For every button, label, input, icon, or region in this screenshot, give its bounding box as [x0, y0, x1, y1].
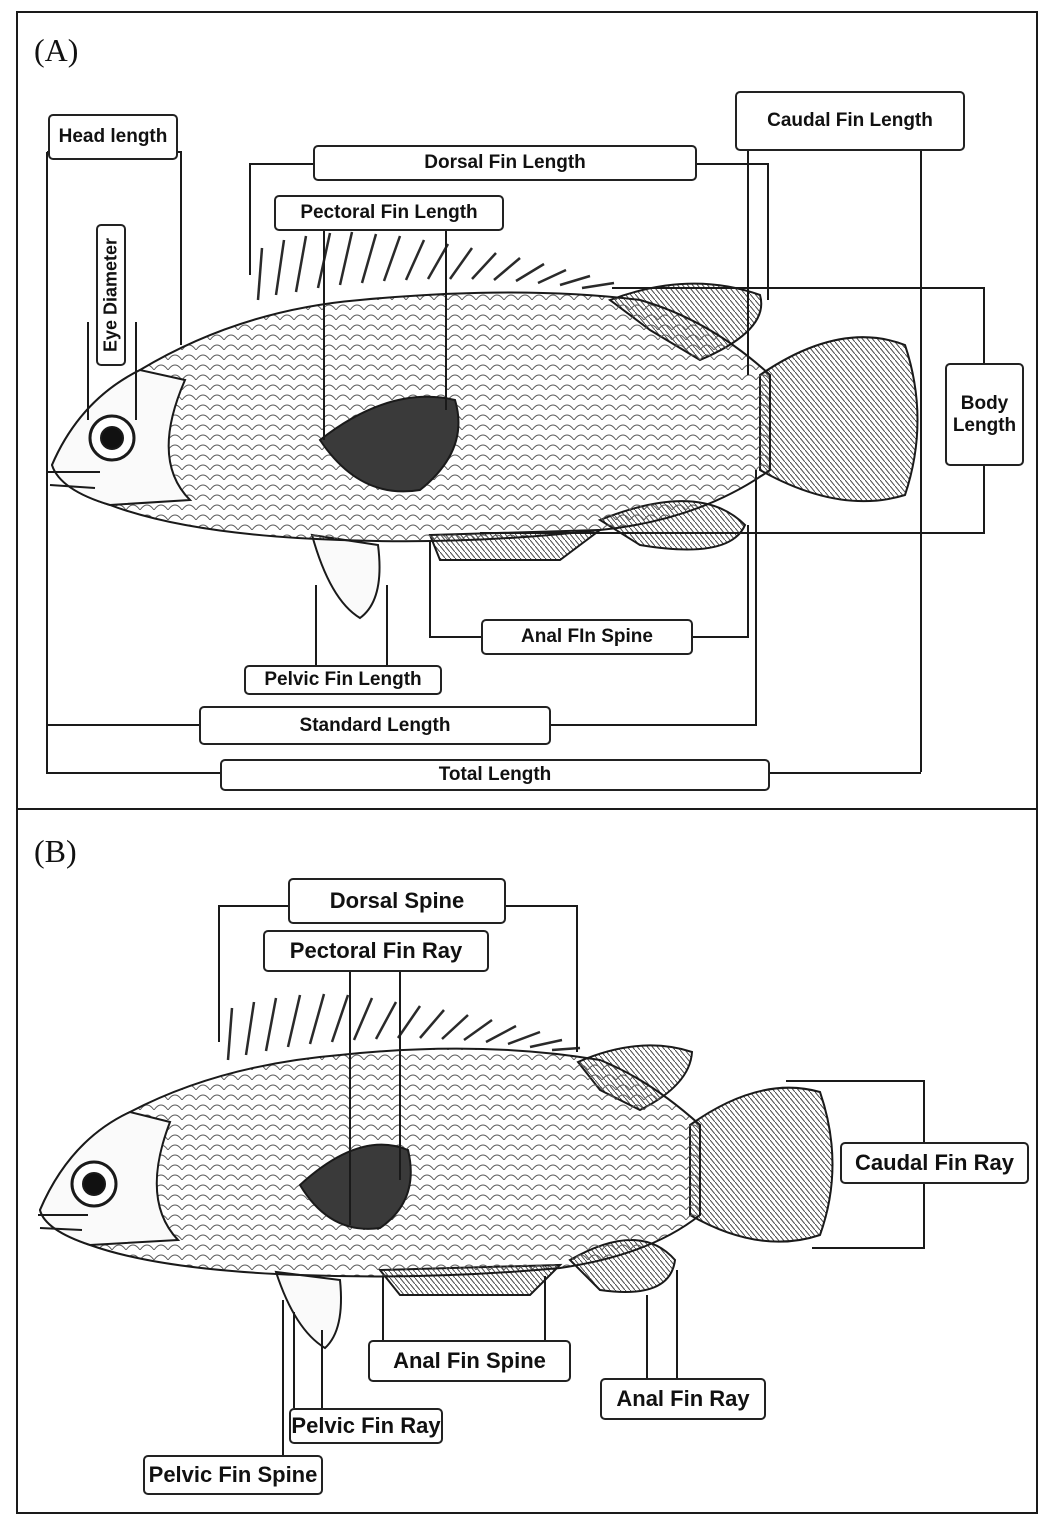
fish-b-pelvic-fin: [276, 1272, 341, 1348]
fish-a-dorsal-fin: [258, 232, 614, 300]
fish-a-pelvic-fin: [312, 535, 380, 618]
label-eye-diameter: Eye Diameter: [96, 224, 126, 366]
label-caudal-fin-ray: Caudal Fin Ray: [840, 1142, 1029, 1184]
fish-b: [38, 994, 833, 1348]
fish-b-caudal-fin: [690, 1088, 833, 1242]
label-anal-fin-spine-b: Anal Fin Spine: [368, 1340, 571, 1382]
label-pectoral-fin-ray: Pectoral Fin Ray: [263, 930, 489, 972]
label-head-length: Head length: [48, 114, 178, 160]
label-pelvic-fin-ray: Pelvic Fin Ray: [289, 1408, 443, 1444]
label-standard-length: Standard Length: [199, 706, 551, 745]
label-caudal-fin-length: Caudal Fin Length: [735, 91, 965, 151]
label-total-length: Total Length: [220, 759, 770, 791]
fish-a-caudal-fin: [760, 337, 918, 501]
label-body-length: Body Length: [945, 363, 1024, 466]
label-dorsal-spine: Dorsal Spine: [288, 878, 506, 924]
label-pectoral-fin-length: Pectoral Fin Length: [274, 195, 504, 231]
label-pelvic-fin-length: Pelvic Fin Length: [244, 665, 442, 695]
label-dorsal-fin-length: Dorsal Fin Length: [313, 145, 697, 181]
label-pelvic-fin-spine: Pelvic Fin Spine: [143, 1455, 323, 1495]
label-anal-fin-ray: Anal Fin Ray: [600, 1378, 766, 1420]
label-anal-fin-spine-a: Anal FIn Spine: [481, 619, 693, 655]
fish-a: [48, 232, 918, 618]
